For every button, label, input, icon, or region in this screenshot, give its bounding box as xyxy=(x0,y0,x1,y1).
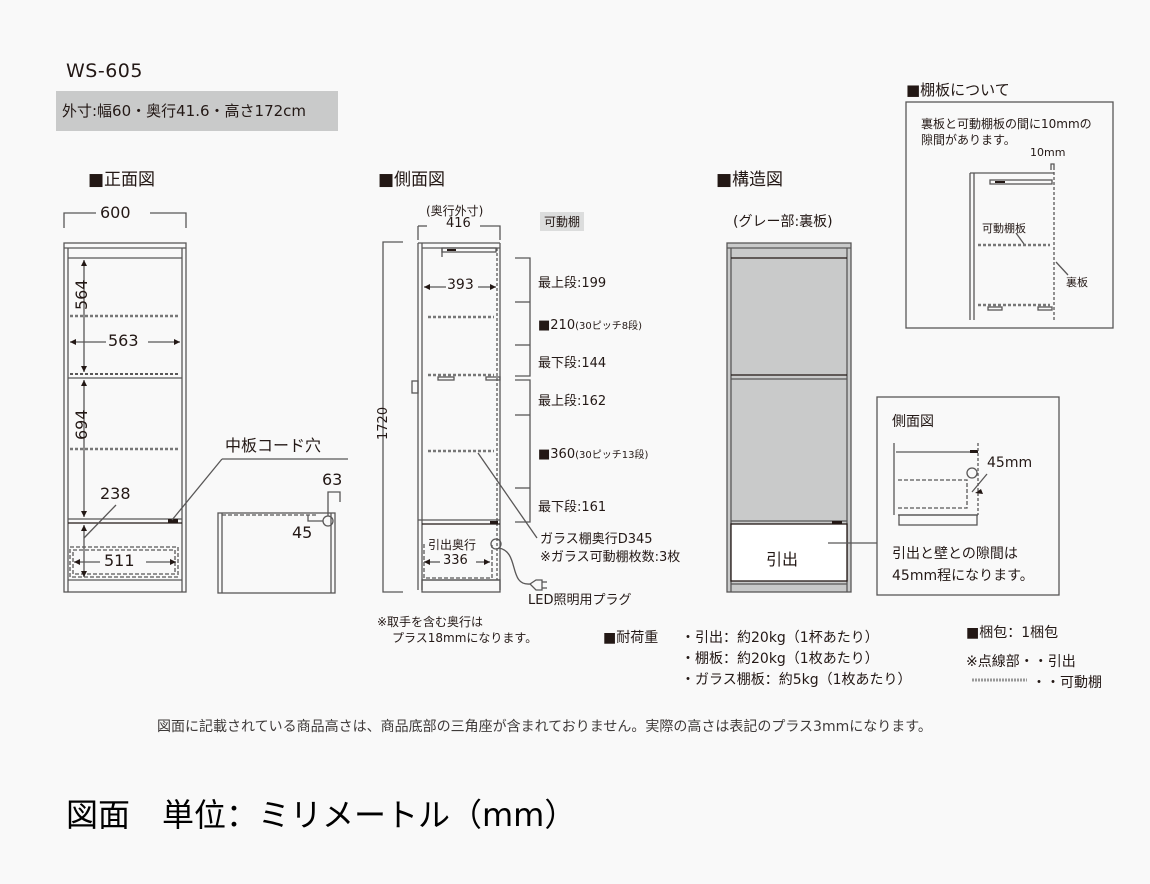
lower-top: 最上段:162 xyxy=(538,394,607,409)
upper-top: 最上段:199 xyxy=(538,276,607,291)
dim-drawer-width: 511 xyxy=(104,551,135,570)
shelf-info-shelf-label: 可動棚板 xyxy=(982,222,1026,235)
cord-hole-dim-a: 63 xyxy=(322,470,343,489)
handle-note-2: プラス18mmになります。 xyxy=(392,631,538,645)
glass-note-count: ※ガラス可動棚枚数:3枚 xyxy=(540,550,681,565)
legend-hatched: ・・可動棚 xyxy=(1032,675,1102,691)
lower-range: ■360(30ピッチ13段) xyxy=(538,447,649,462)
plug-label: LED照明用プラグ xyxy=(528,593,632,608)
packaging: ■梱包：1梱包 xyxy=(966,625,1059,641)
dim-drawer-height: 238 xyxy=(100,484,131,503)
outer-dimensions-badge: 外寸:幅60・奥行41.6・高さ172cm xyxy=(56,91,338,131)
shelf-info-text-2: 隙間があります。 xyxy=(921,133,1016,147)
load-item-glass: ・ガラス棚板：約5kg（1枚あたり） xyxy=(681,672,912,688)
side-detail-gap: 45mm xyxy=(987,455,1033,471)
dim-width: 600 xyxy=(100,203,131,222)
front-view-title: ■正面図 xyxy=(88,170,156,190)
load-item-drawer: ・引出：約20kg（1杯あたり） xyxy=(681,630,879,646)
dim-drawer-depth: 336 xyxy=(443,553,468,568)
upper-bottom: 最下段:144 xyxy=(538,356,607,371)
drawer-label: 引出 xyxy=(766,550,799,569)
dim-depth: 416 xyxy=(446,216,471,231)
side-detail-text-2: 45mm程になります。 xyxy=(892,568,1034,584)
dim-upper-height: 564 xyxy=(72,279,91,310)
dim-inner-width: 563 xyxy=(108,331,139,350)
footnote: 図面に記載されている商品高さは、商品底部の三角座が含まれておりません。実際の高さ… xyxy=(157,719,932,735)
legend-dotted: ※点線部・・引出 xyxy=(966,654,1076,670)
load-title: ■耐荷重 xyxy=(603,630,659,646)
side-detail-drawing xyxy=(876,396,1060,596)
lower-bottom: 最下段:161 xyxy=(538,500,607,515)
model-number: WS-605 xyxy=(66,60,143,82)
depth-caption: (奥行外寸) xyxy=(426,204,484,218)
dim-inner-depth: 393 xyxy=(447,277,474,293)
side-detail-text-1: 引出と壁との隙間は xyxy=(892,546,1018,562)
shelf-info-back-label: 裏板 xyxy=(1066,276,1088,289)
structure-view-drawing xyxy=(726,242,877,593)
movable-shelf-tag: 可動棚 xyxy=(540,212,585,231)
cord-hole-detail-drawing xyxy=(217,491,341,594)
side-view-title: ■側面図 xyxy=(378,170,446,190)
shelf-info-drawing xyxy=(905,101,1114,329)
shelf-info-text-1: 裏板と可動棚板の間に10mmの xyxy=(921,117,1092,131)
handle-note-1: ※取手を含む奥行は xyxy=(377,615,484,629)
shelf-info-title: ■棚板について xyxy=(906,81,1010,99)
side-detail-title: 側面図 xyxy=(892,414,934,430)
cord-hole-label: 中板コード穴 xyxy=(225,436,322,455)
units-title: 図面 単位：ミリメートル（mm） xyxy=(66,796,577,834)
drawer-depth-label: 引出奥行 xyxy=(428,538,477,552)
cord-hole-dim-b: 45 xyxy=(292,523,313,542)
front-view-drawing xyxy=(63,212,348,593)
shelf-info-gap: 10mm xyxy=(1030,146,1066,159)
structure-caption: (グレー部:裏板) xyxy=(733,214,833,230)
glass-note-depth: ガラス棚奥行D345 xyxy=(540,532,653,547)
structure-view-title: ■構造図 xyxy=(716,170,784,190)
dim-height: 1720 xyxy=(376,406,391,440)
upper-range: ■210(30ピッチ8段) xyxy=(538,318,642,333)
load-item-shelf: ・棚板：約20kg（1枚あたり） xyxy=(681,651,879,667)
dim-middle-height: 694 xyxy=(72,409,91,440)
